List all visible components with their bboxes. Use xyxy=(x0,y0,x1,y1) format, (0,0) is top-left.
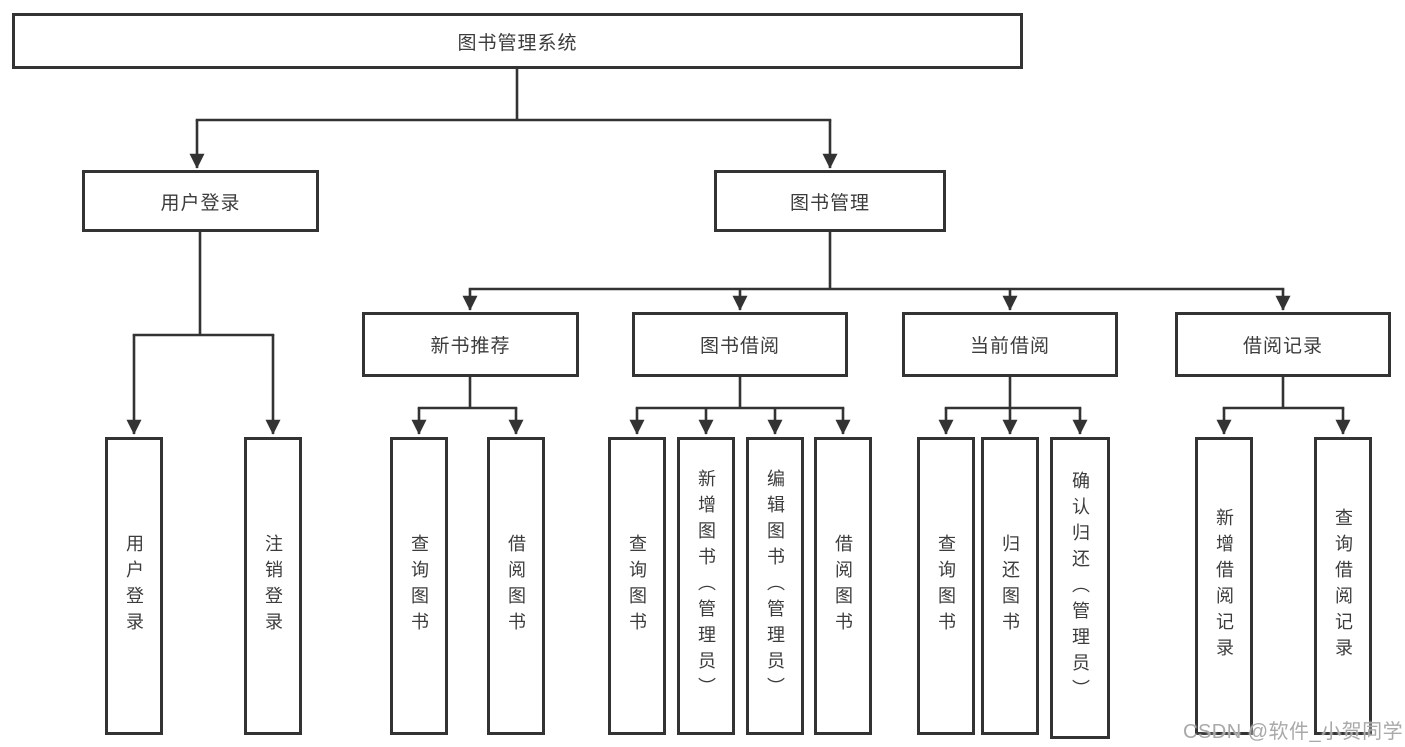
leaf-newrec-borrow-books: 借阅图书 xyxy=(487,437,545,735)
leaf-current-query-books: 查询图书 xyxy=(917,437,975,735)
leaf-label: 查询图书 xyxy=(936,534,956,638)
leaf-label: 新增图书（管理员） xyxy=(696,469,716,703)
node-label: 图书管理 xyxy=(789,192,870,214)
node-book-borrowing: 图书借阅 xyxy=(632,312,848,377)
node-book-management: 图书管理 xyxy=(714,170,946,232)
node-label: 图书借阅 xyxy=(699,336,780,357)
node-label: 图书管理系统 xyxy=(457,32,578,54)
leaf-borrowing-borrow-books: 借阅图书 xyxy=(814,437,872,735)
leaf-borrowing-query-books: 查询图书 xyxy=(608,437,666,735)
leaf-current-confirm-return-admin: 确认归还（管理员） xyxy=(1050,437,1110,739)
node-label: 借阅记录 xyxy=(1242,336,1323,357)
leaf-label: 用户登录 xyxy=(124,534,144,638)
leaf-logout: 注销登录 xyxy=(244,437,302,735)
leaf-label: 查询借阅记录 xyxy=(1333,508,1353,664)
leaf-records-add-borrow-record: 新增借阅记录 xyxy=(1195,437,1253,735)
leaf-borrowing-add-books-admin: 新增图书（管理员） xyxy=(677,437,735,735)
node-root-library-system: 图书管理系统 xyxy=(12,13,1023,69)
leaf-user-login: 用户登录 xyxy=(105,437,163,735)
csdn-watermark: CSDN @软件_小贺同学 xyxy=(1183,721,1404,743)
node-borrow-records: 借阅记录 xyxy=(1175,312,1391,377)
leaf-label: 确认归还（管理员） xyxy=(1070,471,1090,705)
leaf-records-query-borrow-record: 查询借阅记录 xyxy=(1314,437,1372,735)
leaf-label: 查询图书 xyxy=(627,534,647,638)
leaf-label: 编辑图书（管理员） xyxy=(765,469,785,703)
node-current-borrowing: 当前借阅 xyxy=(902,312,1118,377)
leaf-label: 新增借阅记录 xyxy=(1214,508,1234,664)
leaf-label: 查询图书 xyxy=(409,534,429,638)
node-label: 用户登录 xyxy=(160,192,241,214)
leaf-label: 归还图书 xyxy=(1000,534,1020,638)
node-label: 当前借阅 xyxy=(969,336,1050,357)
leaf-borrowing-edit-books-admin: 编辑图书（管理员） xyxy=(746,437,804,735)
node-user-login: 用户登录 xyxy=(82,170,319,232)
node-new-book-recommend: 新书推荐 xyxy=(362,312,579,377)
node-label: 新书推荐 xyxy=(430,336,511,357)
leaf-label: 注销登录 xyxy=(263,534,283,638)
leaf-label: 借阅图书 xyxy=(506,534,526,638)
leaf-label: 借阅图书 xyxy=(833,534,853,638)
leaf-current-return-books: 归还图书 xyxy=(981,437,1039,735)
leaf-newrec-query-books: 查询图书 xyxy=(390,437,448,735)
